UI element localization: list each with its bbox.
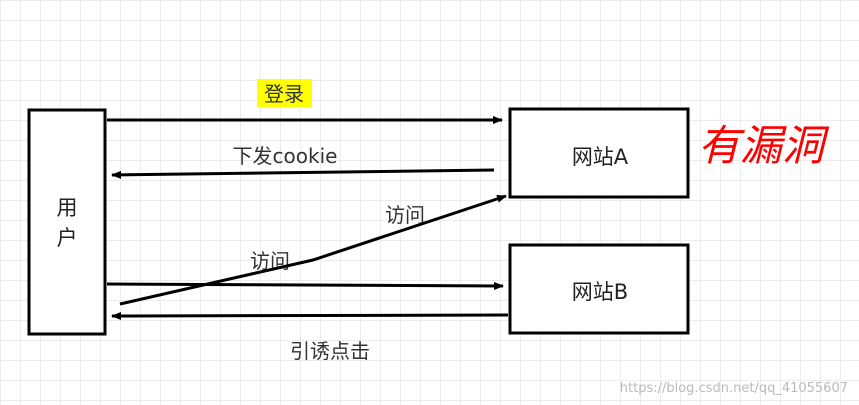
site-b-label: 网站B	[572, 280, 628, 304]
lure-click-edge: 引诱点击	[111, 311, 509, 363]
visit-b-edge: 访问	[106, 249, 504, 290]
user-box	[27, 108, 107, 336]
site-a-box	[508, 107, 690, 199]
lure-click-arrow	[111, 311, 509, 320]
vulnerable-annotation: 有漏洞	[698, 121, 830, 170]
issue-cookie-edge: 下发cookie	[111, 144, 495, 179]
site-a-node: 网站A	[508, 107, 690, 199]
login-label: 登录	[264, 82, 304, 106]
site-b-node: 网站B	[508, 243, 690, 335]
visit-b-arrow	[106, 281, 504, 290]
lure-click-label: 引诱点击	[290, 339, 370, 363]
user-label-line2: 户	[57, 226, 78, 250]
issue-cookie-arrow	[111, 168, 495, 179]
login-highlight	[257, 79, 312, 107]
user-node: 用 户	[27, 108, 107, 336]
issue-cookie-label: 下发cookie	[233, 144, 338, 168]
visit-a-label: 访问	[385, 203, 425, 227]
visit-a-arrow	[119, 194, 507, 306]
site-b-box	[508, 243, 690, 335]
watermark: https://blog.csdn.net/qq_41055607	[620, 381, 848, 396]
visit-a-edge: 访问	[119, 194, 507, 306]
login-edge: 登录	[107, 79, 503, 124]
user-label-line1: 用	[57, 196, 78, 220]
site-a-label: 网站A	[572, 145, 629, 169]
